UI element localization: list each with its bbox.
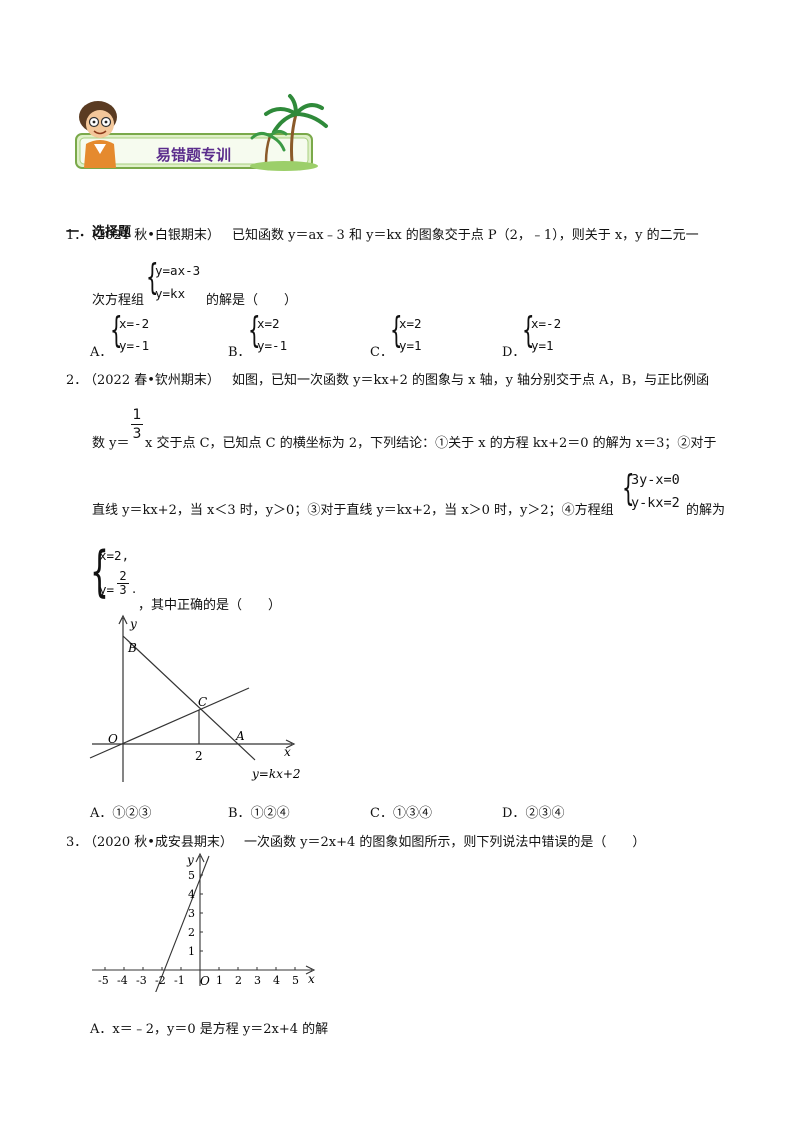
y-tick-label: 1 [188, 945, 195, 958]
option-line1: x=-2 [119, 316, 150, 331]
q3-text: 一次函数 y＝2x+4 的图象如图所示，则下列说法中错误的是（ ） [244, 835, 646, 850]
graph-label-b: B [127, 641, 137, 655]
x-tick-label: -1 [174, 974, 185, 987]
q2-option-c[interactable]: C．①③④ [370, 806, 432, 821]
y-tick-label: 2 [188, 926, 195, 939]
q2-line2-pre: 数 y＝ [92, 436, 130, 451]
q3-source: （2020 秋•成安县期末） [84, 835, 233, 850]
section-title: 一．选择题 [66, 225, 132, 240]
q1-text-b-post: 的解是（ ） [206, 293, 298, 308]
brace-icon: { [622, 468, 635, 509]
option-label: A． [90, 345, 113, 360]
q2-solution-line2: y= [99, 582, 115, 597]
option-label: C． [370, 345, 393, 360]
brace-icon: { [390, 310, 403, 351]
graph-label-x: x [308, 972, 315, 986]
option-label: D． [502, 345, 526, 360]
q2-line4: ，其中正确的是（ ） [138, 598, 282, 613]
option-line1: x=2 [399, 316, 422, 331]
q2-fraction: 1 3 [131, 407, 143, 442]
x-tick-label: 5 [292, 974, 299, 987]
brace-icon: { [522, 310, 535, 351]
x-tick-label: -4 [117, 974, 128, 987]
y-tick-label: 5 [188, 869, 195, 882]
option-line2: y=-1 [119, 338, 150, 353]
line-ab [122, 635, 256, 761]
q1-text-b-pre: 次方程组 [92, 293, 145, 308]
x-tick-label: 4 [273, 974, 280, 987]
y-tick-label: 4 [188, 888, 195, 901]
q2-solution-line1: x=2, [99, 548, 130, 563]
q1-source: （2021 秋•白银期末） [84, 228, 220, 243]
graph-label-y: y [186, 853, 194, 867]
banner-title: 易错题专训 [156, 146, 232, 164]
brace-icon: { [248, 310, 261, 351]
banner-graphic [75, 94, 328, 171]
x-axis-arrow [305, 965, 316, 975]
graph-line-label: y=kx+2 [251, 767, 301, 781]
q2-line1: 如图，已知一次函数 y＝kx+2 的图象与 x 轴，y 轴分别交于点 A，B，与… [232, 373, 710, 388]
q2-number: 2． [66, 373, 88, 388]
brace-icon: { [146, 257, 159, 298]
x-tick-label: 3 [254, 974, 261, 987]
option-line2: y=1 [399, 338, 422, 353]
q1-number: 1． [66, 228, 88, 243]
q2-graph: y B C O A x 2 y=kx+2 [89, 614, 301, 782]
y-tick-label: 3 [188, 907, 195, 920]
q3-number: 3． [66, 835, 88, 850]
q2-option-a[interactable]: A．①②③ [90, 806, 152, 821]
q2-line3-post: 的解为 [686, 503, 726, 518]
y-axis-arrow [195, 852, 205, 863]
line-oc [89, 687, 250, 759]
q2-solution-fraction: 2 3 [117, 570, 129, 597]
q2-source: （2022 春•钦州期末） [84, 373, 220, 388]
q2-system-line2: y-kx=2 [631, 495, 680, 511]
q2-option-d[interactable]: D．②③④ [502, 806, 565, 821]
x-tick-label: -2 [155, 974, 166, 987]
x-tick-label: -3 [136, 974, 147, 987]
graph-label-a: A [235, 729, 245, 743]
option-label: B． [228, 345, 251, 360]
graph-label-o: O [108, 732, 118, 746]
q2-option-b[interactable]: B．①②④ [228, 806, 290, 821]
q2-line3: 直线 y＝kx+2，当 x＜3 时，y＞0；③对于直线 y＝kx+2，当 x＞0… [92, 503, 614, 518]
option-line1: x=2 [257, 316, 280, 331]
q1-text-a: 已知函数 y＝ax﹣3 和 y＝kx 的图象交于点 P（2，﹣1），则关于 x，… [232, 228, 699, 243]
q2-solution-period: . [132, 582, 137, 597]
q3-option-a[interactable]: A．x＝﹣2，y＝0 是方程 y＝2x+4 的解 [90, 1022, 329, 1037]
q2-system-line1: 3y-x=0 [631, 472, 680, 488]
q1-system-line1: y=ax-3 [155, 263, 201, 278]
option-line1: x=-2 [531, 316, 562, 331]
graph-tick-2: 2 [195, 749, 203, 763]
teacher-cartoon-icon [79, 101, 117, 168]
x-tick-label: 1 [216, 974, 223, 987]
graph-label-x: x [284, 745, 291, 759]
x-axis-arrow [285, 739, 296, 749]
graph-label-o: O [200, 974, 210, 988]
banner: 易错题专训 [70, 92, 332, 172]
q2-line2-post: x 交于点 C，已知点 C 的横坐标为 2，下列结论：①关于 x 的方程 kx+… [145, 436, 717, 451]
graph-label-c: C [198, 695, 207, 709]
option-line2: y=1 [531, 338, 554, 353]
x-tick-label: 2 [235, 974, 242, 987]
option-line2: y=-1 [257, 338, 288, 353]
graph-line [155, 855, 210, 992]
brace-icon: { [110, 310, 123, 351]
graph-label-y: y [129, 617, 137, 631]
x-tick-label: -5 [98, 974, 109, 987]
y-axis-arrow [118, 614, 128, 625]
palm-tree-icon [250, 94, 328, 171]
brace-icon: { [90, 540, 109, 603]
q1-system-line2: y=kx [155, 286, 186, 301]
